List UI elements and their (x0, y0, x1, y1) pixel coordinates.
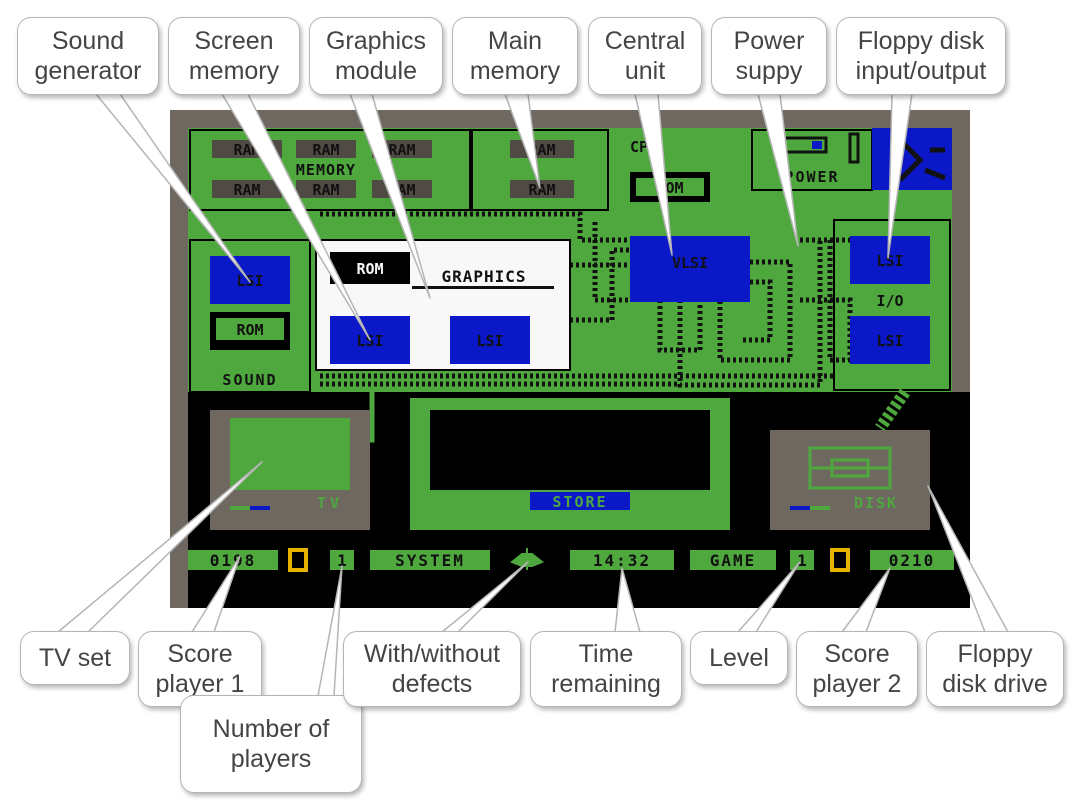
floppy-disk-drive (770, 430, 930, 530)
score-player2: 0210 (889, 551, 936, 570)
floppy-io-corner (872, 128, 952, 190)
sound-label: SOUND (222, 371, 277, 389)
system-label: SYSTEM (395, 551, 465, 570)
io-chip-bottom (850, 316, 930, 364)
ram-label: RAM (528, 181, 555, 199)
score-player1: 0198 (210, 551, 257, 570)
time-remaining: 14:32 (593, 551, 651, 570)
callout-power-supply: Power suppy (711, 17, 827, 95)
player1-marker (288, 548, 308, 572)
lsi-label: LSI (876, 252, 903, 270)
disk-label: DISK (854, 494, 898, 512)
graphics-label: GRAPHICS (441, 267, 526, 286)
callout-pointers (57, 93, 1009, 697)
tv-label: TV (317, 494, 343, 512)
level-value: 1 (797, 551, 807, 570)
memory-label: MEMORY (296, 161, 356, 179)
callout-score-player1: Score player 1 (138, 631, 262, 707)
sound-generator-chip (210, 256, 290, 304)
game-label: GAME (710, 551, 757, 570)
number-of-players: 1 (337, 551, 347, 570)
io-label: I/O (876, 292, 903, 310)
ram-label: RAM (233, 181, 260, 199)
lsi-label: LSI (356, 332, 383, 350)
callout-graphics-module: Graphics module (309, 17, 443, 95)
callout-time-remaining: Time remaining (530, 631, 682, 707)
circuit-traces (320, 211, 853, 388)
tv-screen (230, 418, 350, 490)
callout-level: Level (690, 631, 788, 685)
callout-screen-memory: Screen memory (168, 17, 300, 95)
callout-central-unit: Central unit (588, 17, 702, 95)
ram-label: RAM (312, 181, 339, 199)
callout-defects: With/without defects (343, 631, 521, 707)
callout-main-memory: Main memory (452, 17, 578, 95)
callout-floppy-io: Floppy disk input/output (836, 17, 1006, 95)
player2-marker (830, 548, 850, 572)
graphics-lsi-chip (450, 316, 530, 364)
ram-label: RAM (388, 141, 415, 159)
ram-label: RAM (312, 141, 339, 159)
callout-sound-generator: Sound generator (17, 17, 159, 95)
rom-label: ROM (236, 321, 263, 339)
lsi-label: LSI (476, 332, 503, 350)
callout-score-player2: Score player 2 (796, 631, 918, 707)
store-label: STORE (552, 493, 607, 511)
vlsi-chip (630, 236, 750, 302)
callout-number-of-players: Number of players (180, 695, 362, 793)
vlsi-label: VLSI (672, 254, 708, 272)
callout-tv-set: TV set (20, 631, 130, 685)
lsi-label: LSI (876, 332, 903, 350)
hud: 0198 1 SYSTEM 14:32 GAME 1 0210 (188, 548, 954, 572)
section-borders (189, 129, 951, 393)
power-label: POWER (784, 168, 839, 186)
graphics-rom-label: ROM (356, 260, 383, 278)
disk-cable (875, 388, 910, 432)
callout-floppy-drive: Floppy disk drive (926, 631, 1064, 707)
